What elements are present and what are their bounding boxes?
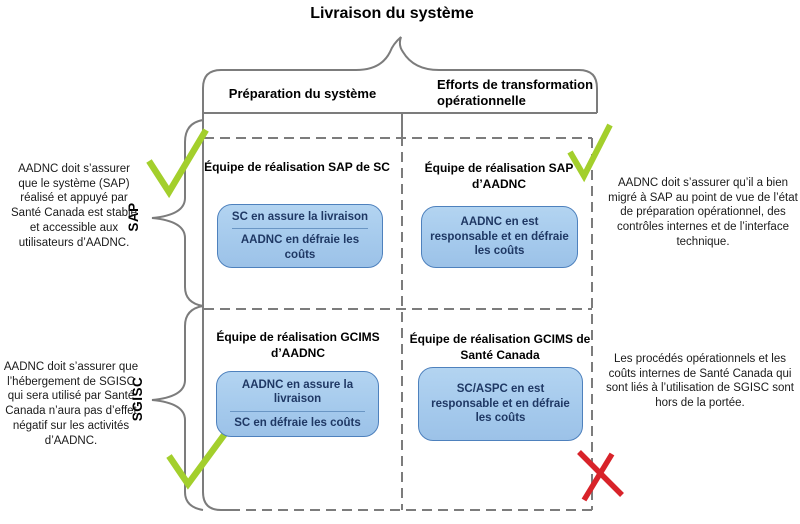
note-right-bottom: Les procédés opérationnels et les coûts … <box>606 353 794 410</box>
box-divider <box>230 410 365 412</box>
quadrant-header-gcims-aadnc: Équipe de réalisation GCIMS d’AADNC <box>216 330 380 360</box>
note-left-top: AADNC doit s’assurer que le système (SAP… <box>11 163 137 249</box>
column-header-transformation: Efforts de transformation opérationnelle <box>437 77 594 109</box>
box-line-delivery: AADNC en assure la livraison <box>241 378 354 406</box>
responsibility-box-q3: AADNC en assure la livraison SC en défra… <box>216 371 379 437</box>
diagram-title: Livraison du système <box>310 5 474 22</box>
box-text: AADNC en est responsable et en défraie l… <box>430 216 569 258</box>
responsibility-box-q4: SC/ASPC en est responsable et en défraie… <box>418 367 583 441</box>
box-line-cost: AADNC en défraie les coûts <box>240 234 360 261</box>
note-right-top: AADNC doit s’assurer qu’il a bien migré … <box>608 177 798 248</box>
responsibility-box-q1: SC en assure la livraison AADNC en défra… <box>217 204 383 268</box>
check-icon-sap-left <box>146 128 209 199</box>
check-icon-sgisc-left <box>166 429 230 490</box>
quadrant-header-sap-sc: Équipe de réalisation SAP de SC <box>204 160 390 174</box>
quadrant-header-sap-aadnc: Équipe de réalisation SAP d’AADNC <box>424 161 574 191</box>
note-left-bottom: AADNC doit s’assurer que l’hébergement d… <box>3 361 139 447</box>
sap-row-brace <box>151 119 204 307</box>
box-text: SC/ASPC en est responsable et en défraie… <box>431 383 570 425</box>
box-line-delivery: SC en assure la livraison <box>231 210 369 223</box>
quadrant-header-gcims-sc: Équipe de réalisation GCIMS de Santé Can… <box>409 332 591 362</box>
dashed-grid <box>204 136 593 511</box>
sgisc-row-brace <box>151 305 204 511</box>
column-header-preparation: Préparation du système <box>228 86 377 101</box>
cross-icon-sgisc-right <box>577 450 624 502</box>
box-divider <box>231 228 369 230</box>
check-icon-sap-right <box>567 123 613 183</box>
responsibility-box-q2: AADNC en est responsable et en défraie l… <box>421 206 578 268</box>
box-line-cost: SC en défraie les coûts <box>234 416 361 429</box>
matrix-frame <box>202 36 598 511</box>
